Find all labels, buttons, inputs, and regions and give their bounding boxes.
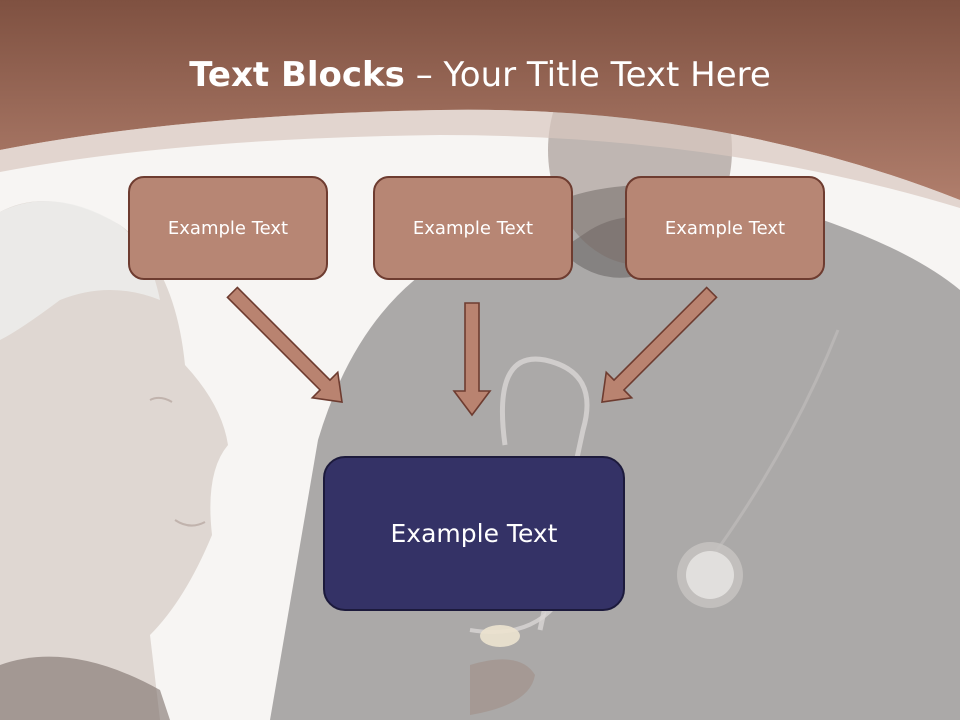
slide-title: Text Blocks – Your Title Text Here	[0, 52, 960, 98]
text-block-label: Example Text	[167, 217, 289, 239]
title-dash: –	[404, 55, 444, 95]
text-block-bottom[interactable]: Example Text	[323, 456, 625, 611]
arrow-left	[226, 286, 343, 403]
arrow-right	[601, 286, 718, 403]
text-block-top-left[interactable]: Example Text	[128, 176, 328, 280]
title-bold-part: Text Blocks	[189, 55, 405, 95]
header-swoosh	[0, 109, 960, 208]
text-block-label: Example Text	[664, 217, 786, 239]
text-block-top-right[interactable]: Example Text	[625, 176, 825, 280]
header-band	[0, 0, 960, 200]
text-block-label: Example Text	[412, 217, 534, 239]
patient-photo	[0, 201, 228, 720]
arrow-center	[452, 302, 492, 417]
text-block-top-center[interactable]: Example Text	[373, 176, 573, 280]
arrows	[226, 286, 718, 417]
text-block-label: Example Text	[390, 519, 558, 548]
title-rest: Your Title Text Here	[443, 55, 771, 95]
